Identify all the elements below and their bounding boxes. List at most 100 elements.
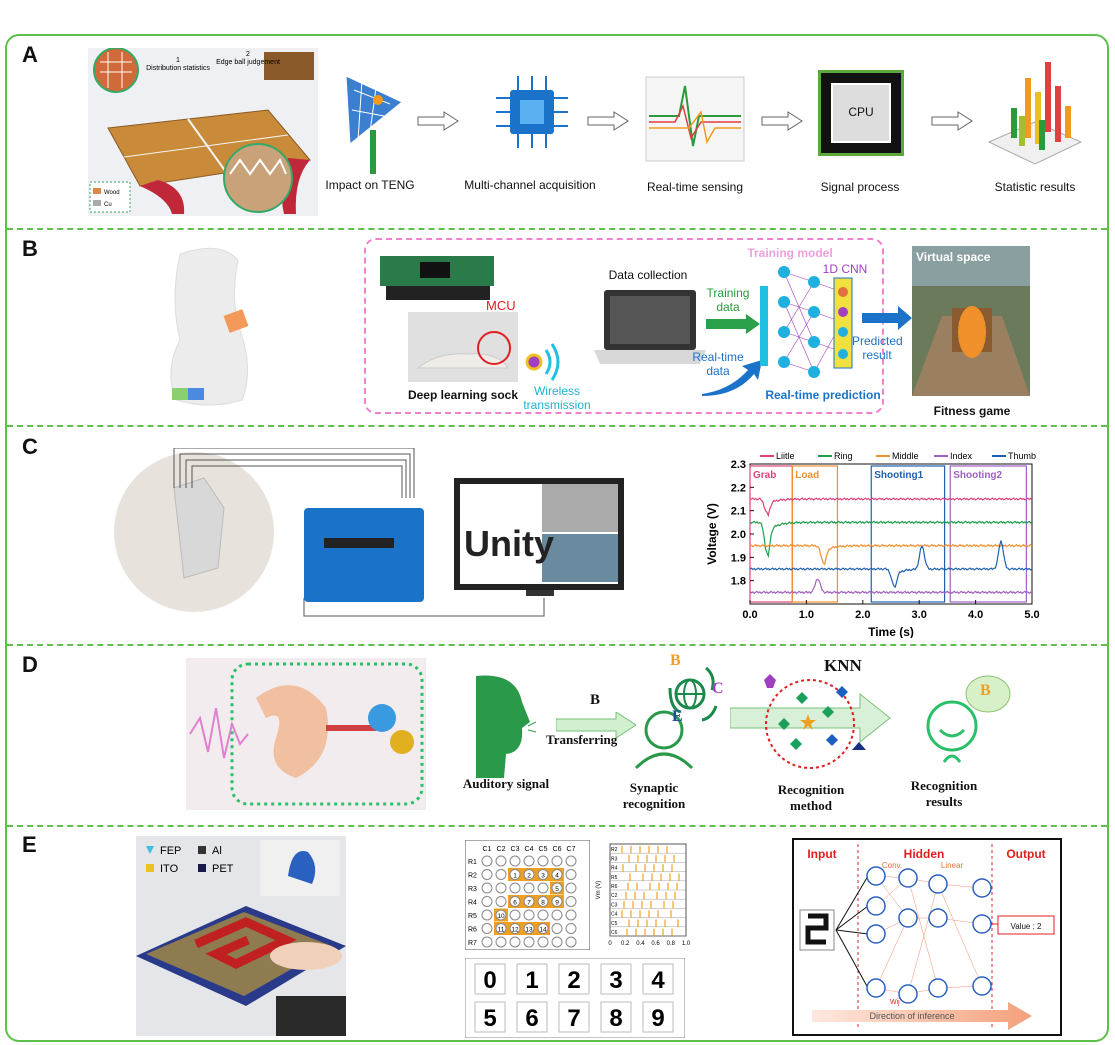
table-caption-2: 2 xyxy=(246,51,250,58)
grid-dot xyxy=(509,936,521,948)
grid-dot xyxy=(523,896,535,907)
table-caption-1: 1 xyxy=(176,57,180,64)
divider-ab xyxy=(7,228,1107,230)
wireless-signal-icon xyxy=(525,343,560,381)
digit-glyph-0: 0 xyxy=(483,967,496,994)
arrow-icon xyxy=(931,111,973,131)
digit-glyph-4: 4 xyxy=(651,967,665,994)
signal-x-tick: 0.4 xyxy=(636,941,645,947)
grid-dot xyxy=(509,882,521,894)
legend-ito: ITO xyxy=(160,863,179,875)
digit-glyph-1: 1 xyxy=(525,967,538,994)
grid-cell-number: 4 xyxy=(555,873,559,880)
mcu-board xyxy=(380,256,494,300)
grid-dot xyxy=(495,923,507,934)
x-axis-label: Time (s) xyxy=(868,625,914,638)
grid-dot xyxy=(523,869,535,880)
signal-x-tick: 0 xyxy=(608,941,612,947)
legend-al: Al xyxy=(212,845,222,857)
grid-dot xyxy=(537,923,549,934)
grid-dot xyxy=(523,882,535,894)
x-tick-label: 0.0 xyxy=(742,609,757,621)
grid-row-label: R5 xyxy=(468,913,477,920)
inference-network-diagram: Input Hidden Output Conv. Linear Value :… xyxy=(792,838,1062,1036)
grid-dot xyxy=(565,909,577,921)
grid-cell-number: 14 xyxy=(539,927,547,934)
transferring-label: Transferring xyxy=(546,732,618,747)
signal-y-label: Vm (V) xyxy=(596,881,602,900)
grid-col-label: C6 xyxy=(553,846,562,853)
y-tick-label: 2.1 xyxy=(731,506,746,518)
grid-cell-number: 13 xyxy=(525,927,533,934)
grid-dot xyxy=(481,896,493,907)
fitness-game-label: Fitness game xyxy=(933,404,1011,418)
grid-dot xyxy=(537,936,549,948)
grid-dot xyxy=(523,936,535,948)
legend-cu: Cu xyxy=(104,202,112,208)
y-tick-label: 1.9 xyxy=(731,552,746,564)
x-tick-label: 5.0 xyxy=(1024,609,1039,621)
signal-row-label: C4 xyxy=(611,912,618,918)
grid-dot xyxy=(481,936,493,948)
digit-glyph-3: 3 xyxy=(609,967,622,994)
signal-row-label: C3 xyxy=(611,902,618,908)
segment-label-load: Load xyxy=(795,470,819,481)
step-statistic-results: Statistic results xyxy=(994,180,1076,194)
legend-label-liitle: Liitle xyxy=(776,451,795,461)
training-data-label: Training data xyxy=(706,286,750,314)
y-tick-label: 2.3 xyxy=(731,459,746,471)
digit-cell xyxy=(558,1001,590,1033)
grid-cell-number: 11 xyxy=(498,927,505,934)
knn-label: KNN xyxy=(824,656,862,675)
digit-cell xyxy=(558,963,590,995)
deep-learning-sock-label: Deep learning sock xyxy=(407,388,519,402)
digit-glyph-5: 5 xyxy=(483,1005,496,1032)
grid-cell-number: 12 xyxy=(511,927,519,934)
grid-dot xyxy=(537,882,549,894)
panel-label-e: E xyxy=(22,832,37,857)
digit-cell xyxy=(516,963,548,995)
table-caption-edge: Edge ball judgement xyxy=(216,59,280,66)
panel-label-c: C xyxy=(22,434,38,459)
segment-label-grab: Grab xyxy=(753,470,776,481)
realtime-data-arrow xyxy=(702,360,762,396)
nn-weight-label: Wij xyxy=(890,999,900,1006)
grid-row-label: R2 xyxy=(468,873,477,880)
nn-conv-label: Conv. xyxy=(882,861,902,870)
figure-frame xyxy=(5,34,1109,1042)
series-line-thumb xyxy=(749,540,1033,589)
series-line-middle xyxy=(749,543,1033,566)
grid-dot xyxy=(481,923,493,934)
x-tick-label: 3.0 xyxy=(912,609,927,621)
legend-fep: FEP xyxy=(160,845,181,857)
grid-dot xyxy=(509,896,521,907)
grid-cell-number: 1 xyxy=(513,873,517,880)
nn-hidden-label: Hidden xyxy=(904,847,945,861)
grid-dot xyxy=(565,882,577,894)
unity-label: Unity xyxy=(464,523,554,564)
grid-dot xyxy=(481,909,493,921)
sock-photo xyxy=(408,312,518,382)
series-line-index xyxy=(749,578,1033,595)
y-tick-label: 2.0 xyxy=(731,529,746,541)
3d-bar-chart-icon xyxy=(987,62,1083,165)
grid-row-label: R1 xyxy=(468,859,477,866)
grid-col-label: C3 xyxy=(511,846,520,853)
segment-label-shooting2: Shooting2 xyxy=(953,470,1002,481)
grid-dot xyxy=(495,869,507,880)
digit-cell xyxy=(600,963,632,995)
signal-x-tick: 0.2 xyxy=(621,941,630,947)
legend-pet: PET xyxy=(212,863,234,875)
wireless-transmission-label: Wireless transmission xyxy=(523,384,591,412)
grid-dot xyxy=(495,909,507,921)
cpu-icon: CPU xyxy=(818,70,904,156)
grid-dot xyxy=(523,923,535,934)
table-caption-distribution: Distribution statistics xyxy=(146,65,210,72)
1d-cnn-label: 1D CNN xyxy=(822,262,868,276)
segment-label-shooting1: Shooting1 xyxy=(874,470,923,481)
grid-cell-number: 6 xyxy=(513,900,517,907)
grid-col-label: C5 xyxy=(539,846,548,853)
